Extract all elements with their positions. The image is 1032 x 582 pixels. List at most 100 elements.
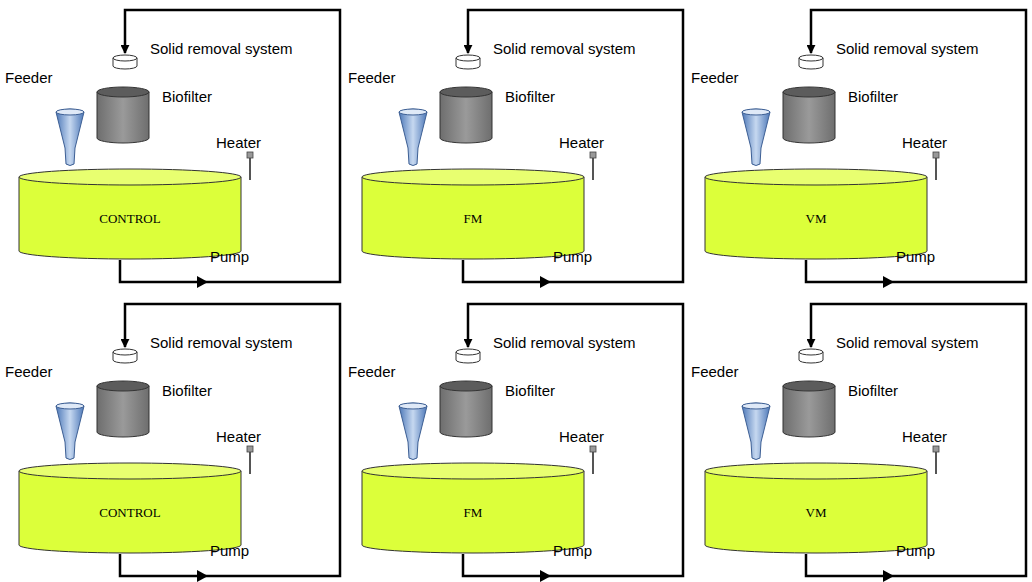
cylinder-top bbox=[799, 55, 823, 61]
feeder-rim bbox=[399, 403, 427, 409]
feeder-label: Feeder bbox=[691, 363, 739, 380]
cylinder-top bbox=[362, 463, 584, 479]
cylinder-body bbox=[783, 92, 835, 143]
cylinder-body bbox=[362, 471, 584, 553]
tank-label: CONTROL bbox=[99, 506, 160, 521]
flow-arrowhead bbox=[540, 570, 551, 582]
feeder-funnel bbox=[399, 403, 427, 460]
equipment-label: Solid removal system bbox=[150, 334, 293, 351]
feeder-rim bbox=[742, 109, 770, 115]
pump-label: Pump bbox=[210, 248, 249, 265]
cylinder-top bbox=[705, 463, 927, 479]
pump-label: Pump bbox=[896, 542, 935, 559]
pump-label: Pump bbox=[553, 248, 592, 265]
culture-tank: FM bbox=[361, 168, 585, 260]
feeder-label: Feeder bbox=[691, 69, 739, 86]
solid-removal-unit: Solid removal system bbox=[112, 54, 138, 70]
heater-label: Heater bbox=[216, 134, 261, 151]
solid-removal-unit: Solid removal system bbox=[455, 348, 481, 364]
equipment-label: Solid removal system bbox=[150, 40, 293, 57]
culture-tank: FM bbox=[361, 462, 585, 554]
feeder-funnel bbox=[56, 403, 84, 460]
cylinder-top bbox=[456, 349, 480, 355]
cylinder-top bbox=[362, 169, 584, 185]
heater-cap bbox=[247, 446, 253, 452]
heater-rod bbox=[249, 450, 251, 474]
feeder-label: Feeder bbox=[5, 363, 53, 380]
cylinder-top bbox=[440, 381, 492, 391]
feeder-funnel bbox=[399, 109, 427, 166]
cylinder-top bbox=[705, 169, 927, 185]
cylinder-body bbox=[19, 177, 241, 259]
feeder-rim bbox=[56, 109, 84, 115]
cylinder-top bbox=[456, 55, 480, 61]
culture-tank: CONTROL bbox=[18, 168, 242, 260]
culture-tank: VM bbox=[704, 462, 928, 554]
heater-cap bbox=[933, 152, 939, 158]
cylinder-top bbox=[799, 349, 823, 355]
biofilter-unit: Biofilter bbox=[96, 86, 150, 144]
cylinder-top bbox=[97, 381, 149, 391]
biofilter-unit: Biofilter bbox=[439, 380, 493, 438]
tank-label: VM bbox=[806, 506, 827, 521]
heater-cap bbox=[247, 152, 253, 158]
equipment-label: Biofilter bbox=[505, 88, 555, 105]
feeder-rim bbox=[399, 109, 427, 115]
flow-arrowhead bbox=[883, 276, 894, 288]
cylinder-shape bbox=[798, 348, 824, 364]
flow-arrowhead bbox=[540, 276, 551, 288]
feeder-label: Feeder bbox=[348, 363, 396, 380]
solid-removal-unit: Solid removal system bbox=[112, 348, 138, 364]
biofilter-unit: Biofilter bbox=[782, 380, 836, 438]
heater-rod bbox=[592, 156, 594, 180]
pump-label: Pump bbox=[553, 542, 592, 559]
cylinder-top bbox=[113, 55, 137, 61]
tank-label: VM bbox=[806, 212, 827, 227]
cylinder-shape bbox=[455, 348, 481, 364]
solid-removal-unit: Solid removal system bbox=[798, 54, 824, 70]
heater-rod bbox=[935, 450, 937, 474]
flow-arrowhead bbox=[197, 570, 208, 582]
heater-rod bbox=[935, 156, 937, 180]
cylinder-body bbox=[97, 92, 149, 143]
feeder-funnel bbox=[56, 109, 84, 166]
cylinder-body bbox=[19, 471, 241, 553]
heater-cap bbox=[933, 446, 939, 452]
cylinder-shape bbox=[798, 54, 824, 70]
heater-label: Heater bbox=[902, 428, 947, 445]
equipment-label: Solid removal system bbox=[836, 40, 979, 57]
equipment-label: Solid removal system bbox=[493, 40, 636, 57]
cylinder-shape bbox=[782, 380, 836, 438]
cylinder-top bbox=[113, 349, 137, 355]
cylinder-top bbox=[19, 463, 241, 479]
solid-removal-unit: Solid removal system bbox=[455, 54, 481, 70]
cylinder-shape bbox=[112, 348, 138, 364]
flow-arrowhead bbox=[197, 276, 208, 288]
cylinder-top bbox=[783, 87, 835, 97]
heater-label: Heater bbox=[559, 428, 604, 445]
equipment-label: Biofilter bbox=[848, 88, 898, 105]
feeder-label: Feeder bbox=[5, 69, 53, 86]
cylinder-shape bbox=[96, 380, 150, 438]
solid-removal-unit: Solid removal system bbox=[798, 348, 824, 364]
cylinder-body bbox=[440, 92, 492, 143]
equipment-label: Solid removal system bbox=[493, 334, 636, 351]
heater-rod bbox=[592, 450, 594, 474]
cylinder-top bbox=[19, 169, 241, 185]
equipment-label: Biofilter bbox=[848, 382, 898, 399]
feeder-funnel bbox=[742, 109, 770, 166]
culture-tank: CONTROL bbox=[18, 462, 242, 554]
cylinder-body bbox=[362, 177, 584, 259]
pump-label: Pump bbox=[896, 248, 935, 265]
pump-label: Pump bbox=[210, 542, 249, 559]
cylinder-shape bbox=[782, 86, 836, 144]
heater-cap bbox=[590, 152, 596, 158]
equipment-label: Biofilter bbox=[505, 382, 555, 399]
heater-rod bbox=[249, 156, 251, 180]
feeder-label: Feeder bbox=[348, 69, 396, 86]
heater-label: Heater bbox=[559, 134, 604, 151]
cylinder-top bbox=[783, 381, 835, 391]
heater-label: Heater bbox=[216, 428, 261, 445]
cylinder-shape bbox=[439, 86, 493, 144]
